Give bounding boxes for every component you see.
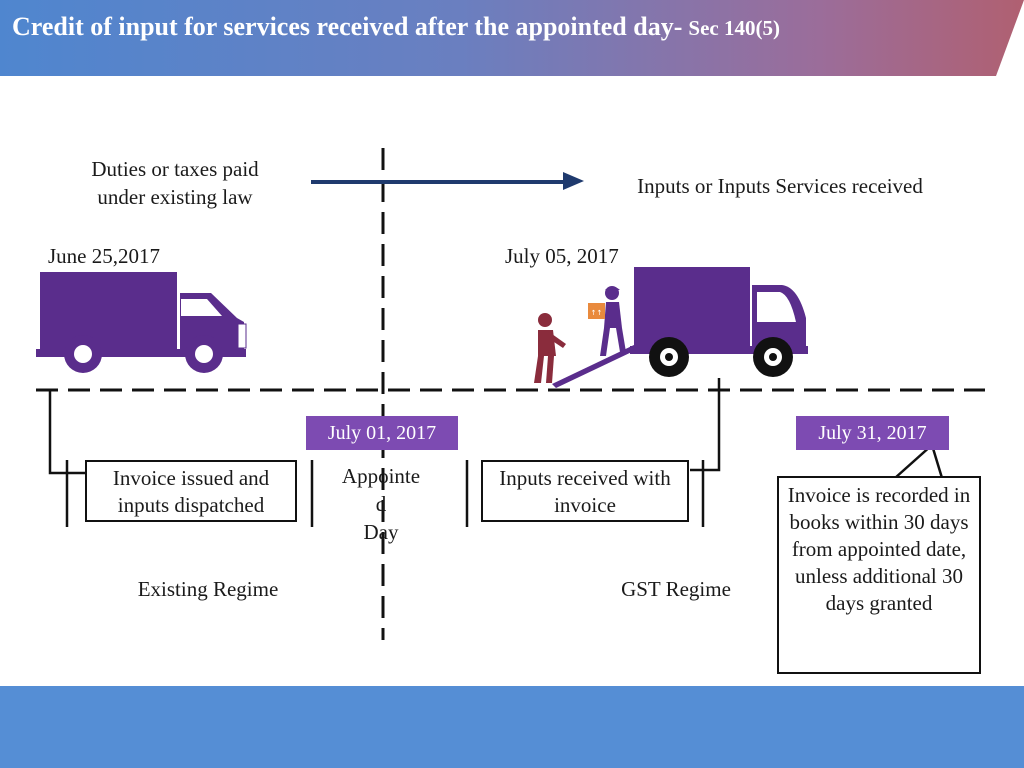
invoice-issued-box: Invoice issued and inputs dispatched	[85, 460, 297, 522]
section-reference: Sec 140(5)	[688, 16, 780, 40]
deadline-date-badge: July 31, 2017	[796, 416, 949, 450]
title-text: Credit of input for services received af…	[12, 12, 683, 41]
delivery-truck-icon	[36, 272, 247, 373]
carrier-worker-icon	[600, 286, 626, 356]
appointed-day-label: Appointe d Day	[325, 462, 437, 546]
connector-left	[48, 390, 85, 475]
footer-band	[0, 686, 1024, 768]
arrow-label-left: Duties or taxes paid under existing law	[91, 157, 259, 209]
svg-text:↑↑: ↑↑	[591, 309, 603, 317]
flow-arrow-icon	[311, 172, 584, 190]
header-banner	[0, 0, 1024, 76]
appointed-day-line3: Day	[363, 520, 399, 544]
connector-right	[690, 378, 721, 472]
arrow-label-right: Inputs or Inputs Services received	[637, 174, 923, 198]
appointed-day-line1: Appointe	[341, 464, 421, 488]
date-label-left: June 25,2017	[48, 244, 160, 268]
appointed-date-badge: July 01, 2017	[306, 416, 458, 450]
date-label-mid: July 05, 2017	[505, 244, 619, 268]
gst-regime-label: GST Regime	[621, 577, 731, 601]
unloading-truck-icon	[552, 267, 808, 388]
worker-icon	[534, 313, 566, 383]
existing-regime-label: Existing Regime	[137, 577, 279, 601]
inputs-received-box: Inputs received with invoice	[481, 460, 689, 522]
box-icon: ↑↑	[588, 303, 605, 319]
appointed-day-line2: d	[375, 492, 387, 516]
page-title: Credit of input for services received af…	[12, 12, 780, 42]
callout-box: Invoice is recorded in books within 30 d…	[777, 476, 981, 674]
